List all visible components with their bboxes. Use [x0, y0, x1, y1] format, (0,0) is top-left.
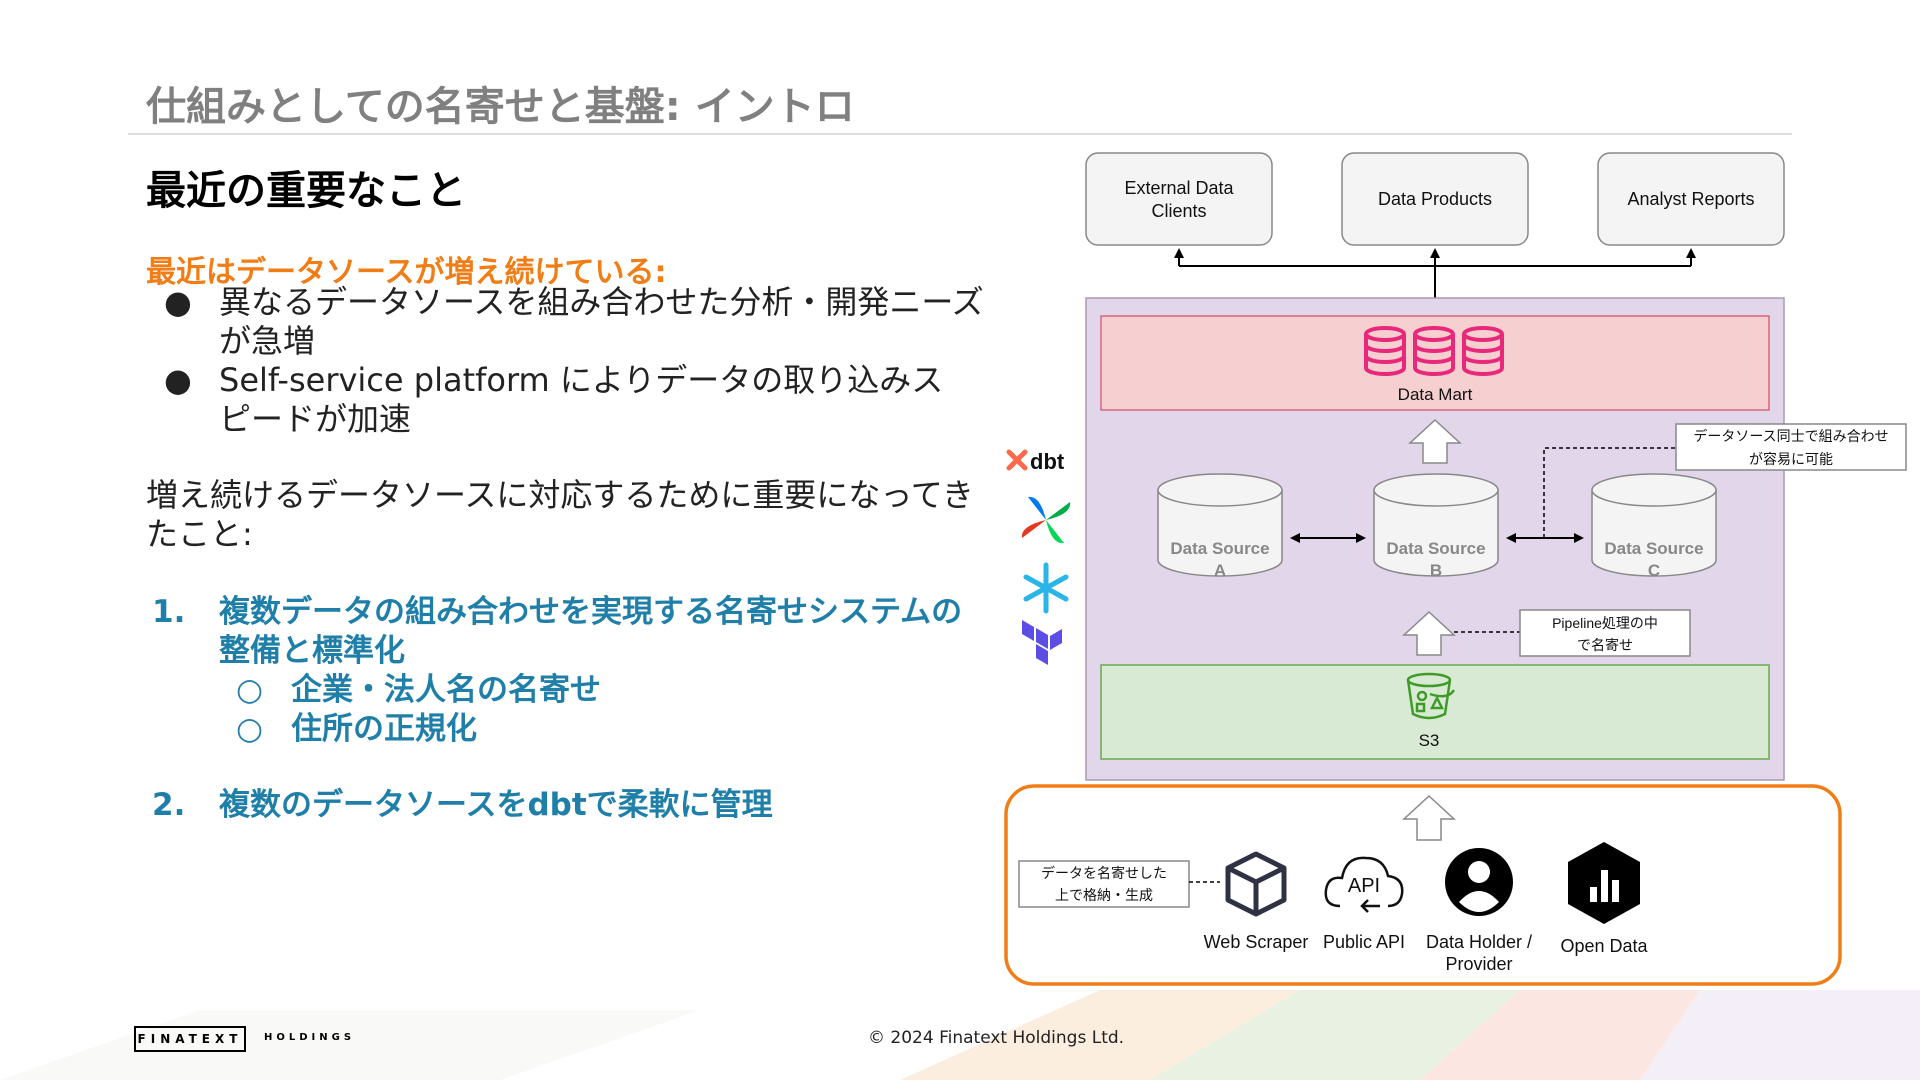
svg-text:データを名寄せした: データを名寄せした [1041, 865, 1167, 881]
number-marker: 1. [152, 594, 186, 630]
company-logo-sub: HOLDINGS [264, 1032, 356, 1043]
copyright: © 2024 Finatext Holdings Ltd. [868, 1028, 1125, 1048]
data-source-label: C [1648, 561, 1660, 580]
paragraph-line: たこと: [146, 515, 253, 553]
sub-item: ○ 住所の正規化 [236, 710, 477, 749]
output-connectors [1174, 248, 1696, 298]
output-box-analyst-reports: Analyst Reports [1597, 152, 1785, 246]
data-source-label: Data Source [1604, 539, 1703, 558]
numbered-text: 複数データの組み合わせを実現する名寄せシステムの 整備と標準化 [219, 593, 999, 671]
note-pipeline: Pipeline処理の中 で名寄せ [1519, 609, 1691, 657]
bullet-text: Self-service platform によりデータの取り込みス ピードが加… [219, 361, 999, 439]
s3-layer: S3 [1100, 664, 1770, 760]
chart-hexagon-icon [1568, 842, 1640, 924]
bullet-marker: ● [164, 361, 192, 399]
data-mart-layer: Data Mart [1100, 315, 1770, 411]
hollow-up-arrow [1402, 794, 1456, 841]
numbered-text: 複数のデータソースをdbtで柔軟に管理 [219, 786, 999, 825]
numbered-line: 複数データの組み合わせを実現する名寄せシステムの [219, 594, 963, 630]
paragraph-line: 増え続けるデータソースに対応するために重要になってき [146, 476, 974, 514]
note-combine: データソース同士で組み合わせ が容易に可能 [1675, 423, 1907, 471]
sub-text: 住所の正規化 [291, 711, 477, 747]
person-icon [1445, 848, 1513, 916]
input-web-scraper: Web Scraper [1204, 851, 1309, 952]
highlight-heading: 最近はデータソースが増え続けている: [146, 255, 667, 290]
snowflake-icon [1023, 562, 1069, 614]
output-box-external-data-clients: External Data Clients [1085, 152, 1273, 246]
svg-text:API: API [1348, 875, 1380, 897]
section-heading: 最近の重要なこと [146, 168, 466, 214]
output-label: External Data [1124, 178, 1234, 198]
input-label: Open Data [1560, 936, 1648, 956]
bullet-item: ● 異なるデータソースを組み合わせた分析・開発ニーズ が急増 [164, 283, 1004, 363]
airflow-icon [1021, 496, 1071, 544]
numbered-line: 整備と標準化 [219, 633, 405, 669]
svg-text:データソース同士で組み合わせ: データソース同士で組み合わせ [1693, 428, 1888, 444]
svg-text:で名寄せ: で名寄せ [1577, 637, 1633, 653]
dbt-logo: dbt [1006, 449, 1065, 474]
data-source-label: Data Source [1170, 539, 1269, 558]
data-source-label: A [1214, 561, 1226, 580]
architecture-diagram: External Data Clients Data Products Anal… [1004, 152, 1907, 986]
bullet-text: 異なるデータソースを組み合わせた分析・開発ニーズ が急増 [219, 283, 999, 361]
api-cloud-icon: API [1324, 856, 1404, 913]
svg-text:Pipeline処理の中: Pipeline処理の中 [1552, 615, 1658, 631]
bullet-line: ピードが加速 [219, 400, 412, 438]
background-decoration [0, 990, 1920, 1080]
svg-text:上で格納・生成: 上で格納・生成 [1055, 887, 1153, 903]
input-label: Web Scraper [1204, 932, 1309, 952]
hollow-up-arrow [1402, 610, 1456, 656]
terraform-icon [1022, 620, 1062, 665]
database-icon [1364, 326, 1504, 376]
ingestion-area [1004, 784, 1842, 986]
sub-marker: ○ [236, 711, 264, 747]
data-source-label: Data Source [1386, 539, 1485, 558]
sub-item: ○ 企業・法人名の名寄せ [236, 671, 601, 710]
hollow-up-arrow [1408, 418, 1462, 464]
intro-paragraph: 増え続けるデータソースに対応するために重要になってき たこと: [146, 476, 1006, 554]
note-connector [1543, 447, 1676, 538]
output-label: Clients [1151, 201, 1206, 221]
data-mart-label: Data Mart [1398, 385, 1473, 404]
data-source-c: Data Source C [1591, 473, 1717, 580]
input-public-api: API Public API [1323, 856, 1405, 952]
bullet-line: が急増 [219, 322, 316, 360]
company-logo: FINATEXT [134, 1026, 246, 1052]
bucket-icon [1406, 672, 1456, 720]
input-label: Data Holder / [1426, 932, 1532, 952]
title-divider [128, 133, 1792, 135]
numbered-line: 複数のデータソースをdbtで柔軟に管理 [219, 787, 773, 823]
numbered-item: 2. 複数のデータソースをdbtで柔軟に管理 [152, 786, 1012, 826]
input-label: Provider [1445, 954, 1512, 974]
bullet-marker: ● [164, 283, 192, 321]
number-marker: 2. [152, 787, 186, 823]
bullet-item: ● Self-service platform によりデータの取り込みス ピード… [164, 361, 1004, 441]
output-box-data-products: Data Products [1341, 152, 1529, 246]
data-source-b: Data Source B [1373, 473, 1499, 580]
input-data-holder: Data Holder / Provider [1426, 848, 1532, 974]
cube-icon [1225, 851, 1287, 917]
output-label: Analyst Reports [1627, 189, 1754, 209]
numbered-item: 1. 複数データの組み合わせを実現する名寄せシステムの 整備と標準化 [152, 593, 1012, 673]
output-label: Data Products [1378, 189, 1492, 209]
svg-text:が容易に可能: が容易に可能 [1749, 451, 1833, 467]
svg-text:dbt: dbt [1030, 449, 1065, 474]
s3-label: S3 [1419, 731, 1440, 750]
slide-title: 仕組みとしての名寄せと基盤: イントロ [146, 84, 855, 130]
data-source-a: Data Source A [1157, 473, 1283, 580]
input-label: Public API [1323, 932, 1405, 952]
data-source-label: B [1430, 561, 1442, 580]
input-open-data: Open Data [1560, 842, 1649, 956]
sub-text: 企業・法人名の名寄せ [291, 672, 601, 708]
sub-marker: ○ [236, 672, 264, 708]
bullet-line: 異なるデータソースを組み合わせた分析・開発ニーズ [219, 283, 984, 321]
bullet-line: Self-service platform によりデータの取り込みス [219, 361, 944, 399]
note-store: データを名寄せした 上で格納・生成 [1018, 860, 1190, 908]
